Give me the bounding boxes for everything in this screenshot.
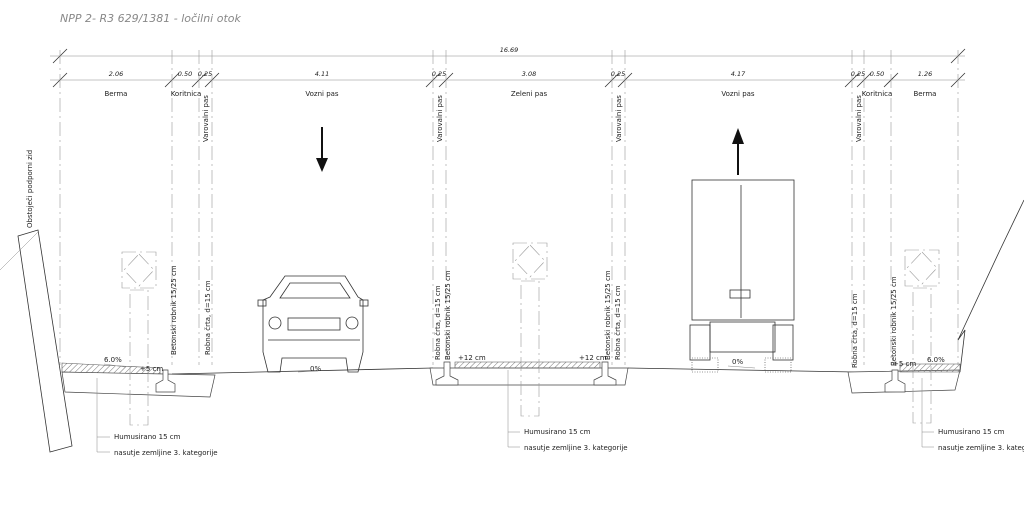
humus-label: Humusirano 15 cm (938, 428, 1005, 436)
segment-name: Koritnica (171, 90, 202, 98)
segment-name: Berma (914, 90, 937, 98)
tree-symbol-icon (512, 242, 548, 417)
edge-line-label: Robna črta, d=15 cm (851, 293, 859, 368)
truck-icon (689, 179, 795, 373)
segment-name: Varovalni pas (615, 95, 623, 142)
tree-symbol-icon (121, 251, 157, 426)
edge-line-label: Robna črta, d=15 cm (434, 285, 442, 360)
down-arrow-icon (316, 127, 328, 172)
segment-name: Koritnica (862, 90, 893, 98)
segment-width: 0.50 (870, 70, 884, 78)
slope-label: 0% (310, 365, 321, 373)
fill-label: nasutje zemljine 3. kategorije (938, 444, 1024, 452)
curb-label: Betonski robnik 15/25 cm (604, 270, 612, 360)
up-arrow-icon (732, 128, 744, 175)
segment-name: Berma (105, 90, 128, 98)
right-slope (957, 199, 1024, 373)
curb-label: Betonski robnik 15/25 cm (170, 265, 178, 355)
fill-label: nasutje zemljine 3. kategorije (524, 444, 628, 452)
segment-widths: 2.06 0.50 0.25 4.11 0.25 3.08 0.25 4.17 … (109, 70, 932, 78)
plus12-label: +12 cm (579, 354, 607, 362)
segment-name: Varovalni pas (436, 95, 444, 142)
humus-label: Humusirano 15 cm (114, 433, 181, 441)
annotations: Betonski robnik 15/25 cm Robna črta, d=1… (96, 265, 1024, 457)
dimension-lines (50, 48, 966, 365)
slope-label: 6.0% (104, 356, 122, 364)
segment-width: 3.08 (522, 70, 536, 78)
slope-label: 0% (732, 358, 743, 366)
segment-width: 2.06 (109, 70, 123, 78)
curb-label: Betonski robnik 15/25 cm (444, 270, 452, 360)
plus5-label: +5 cm (893, 360, 916, 368)
wall-label: Obstoječi podporni zid (26, 150, 34, 228)
segment-width: 0.25 (432, 70, 446, 78)
fill-label: nasutje zemljine 3. kategorije (114, 449, 218, 457)
slope-label: 6.0% (927, 356, 945, 364)
segment-width: 0.25 (198, 70, 212, 78)
segment-name: Vozni pas (721, 90, 755, 98)
curb-label: Betonski robnik 15/25 cm (890, 276, 898, 366)
total-width: 16.69 (500, 46, 519, 54)
segment-width: 4.17 (731, 70, 746, 78)
car-icon (257, 275, 369, 373)
segment-name: Vozni pas (305, 90, 339, 98)
retaining-wall: Obstoječi podporni zid (0, 150, 73, 453)
edge-line-label: Robna črta, d=15 cm (204, 280, 212, 355)
humus-label: Humusirano 15 cm (524, 428, 591, 436)
plus12-label: +12 cm (458, 354, 486, 362)
segment-name: Zeleni pas (511, 90, 548, 98)
segment-names: Berma Koritnica Varovalni pas Vozni pas … (105, 90, 937, 142)
drawing-title: NPP 2- R3 629/1381 - ločilni otok (60, 12, 241, 25)
segment-width: 1.26 (918, 70, 932, 78)
edge-line-label: Robna črta, d=15 cm (614, 285, 622, 360)
segment-width: 0.25 (611, 70, 625, 78)
segment-width: 0.25 (851, 70, 865, 78)
plus5-label: +5 cm (140, 365, 163, 373)
segment-width: 0.50 (178, 70, 192, 78)
segment-width: 4.11 (315, 70, 329, 78)
segment-name: Varovalni pas (202, 95, 210, 142)
curbs (155, 361, 906, 393)
segment-name: Varovalni pas (855, 95, 863, 142)
road-surface (61, 361, 961, 398)
